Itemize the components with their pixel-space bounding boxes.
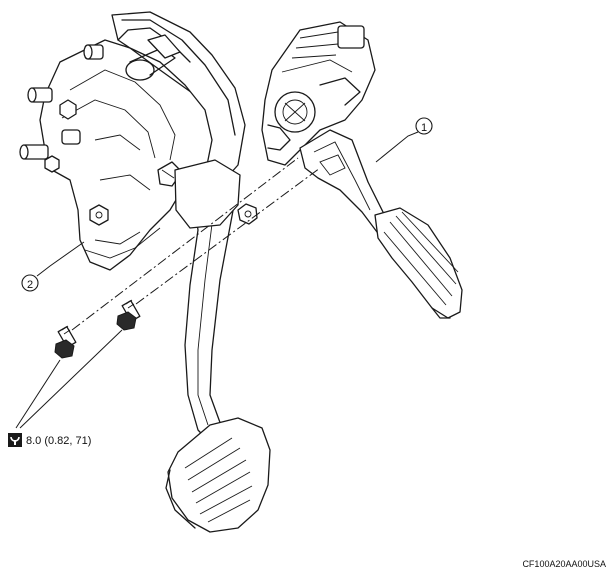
accelerator-pedal (261, 21, 463, 319)
torque-wrench-icon (8, 433, 22, 447)
torque-spec: 8.0 (0.82, 71) (8, 329, 123, 447)
callout-2-number: 2 (27, 279, 33, 291)
accelerator-pedal-pad (374, 207, 463, 319)
mounting-stud (19, 44, 104, 160)
brake-pedal (165, 159, 271, 533)
mounting-bolt-left (54, 325, 77, 359)
mounting-bolt-right (116, 299, 141, 331)
callout-2: 2 (21, 241, 85, 292)
pedal-bracket (19, 11, 246, 271)
callout-1: 1 (375, 117, 433, 163)
brake-pedal-pad (165, 417, 271, 533)
alignment-line-right (135, 167, 321, 305)
alignment-line-left (71, 157, 299, 331)
torque-value: 8.0 (0.82, 71) (26, 435, 91, 447)
figure-code: CF100A20AA00USA (522, 559, 606, 569)
callout-1-number: 1 (421, 122, 427, 134)
